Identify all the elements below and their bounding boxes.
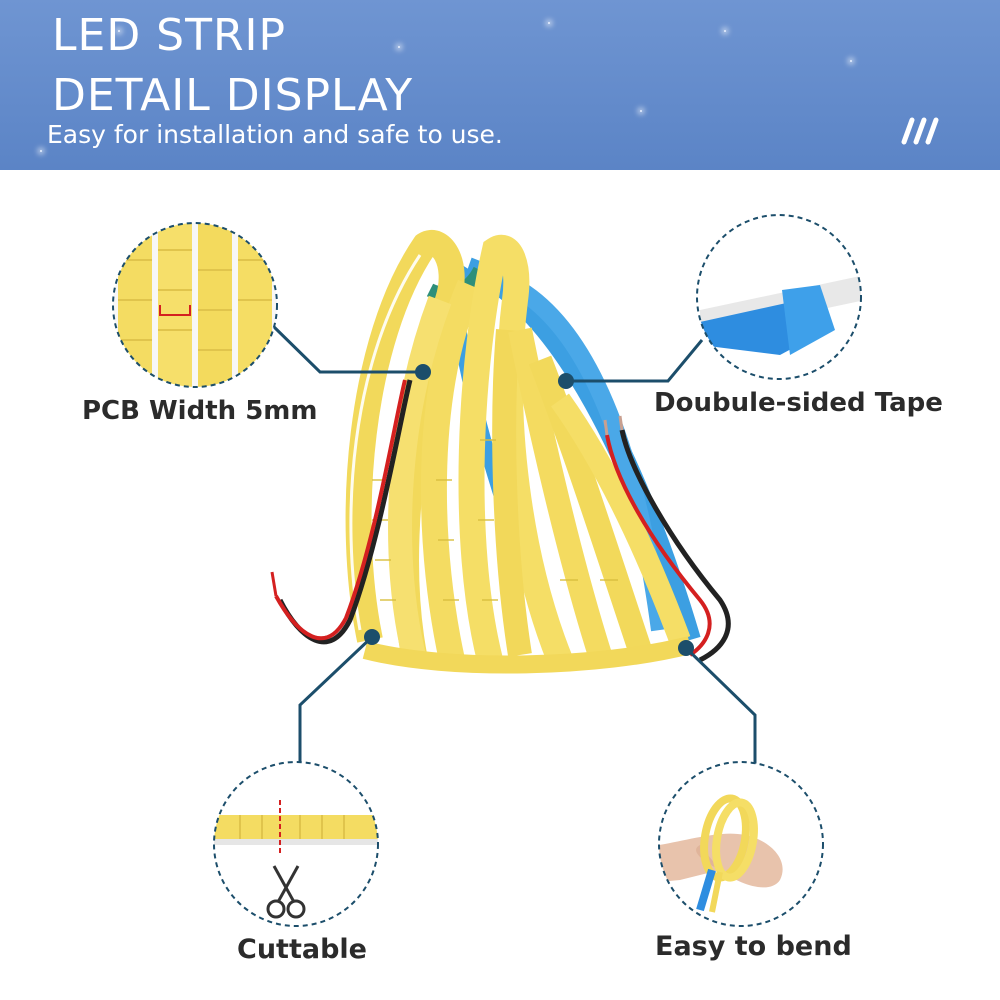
double-sided-tape-label: Doubule-sided Tape [654,388,943,418]
pcb-width-label: PCB Width 5mm [82,396,318,426]
header-banner: LED STRIP DETAIL DISPLAY Easy for instal… [0,0,1000,170]
title-line-1: LED STRIP [52,10,287,61]
callout-lines [270,323,757,764]
tape-closeup [696,214,862,380]
cuttable-label: Cuttable [237,934,367,965]
callout-dots [364,364,694,656]
title-line-2: DETAIL DISPLAY [52,70,414,121]
pcb-width-closeup [112,222,278,388]
subtitle: Easy for installation and safe to use. [47,120,503,149]
led-strip-coil [270,230,731,674]
brand-slash-logo-icon [901,117,939,145]
easy-to-bend-label: Easy to bend [655,931,852,962]
scissors-icon [266,865,306,919]
bend-closeup [658,761,824,927]
cuttable-closeup [213,761,379,927]
